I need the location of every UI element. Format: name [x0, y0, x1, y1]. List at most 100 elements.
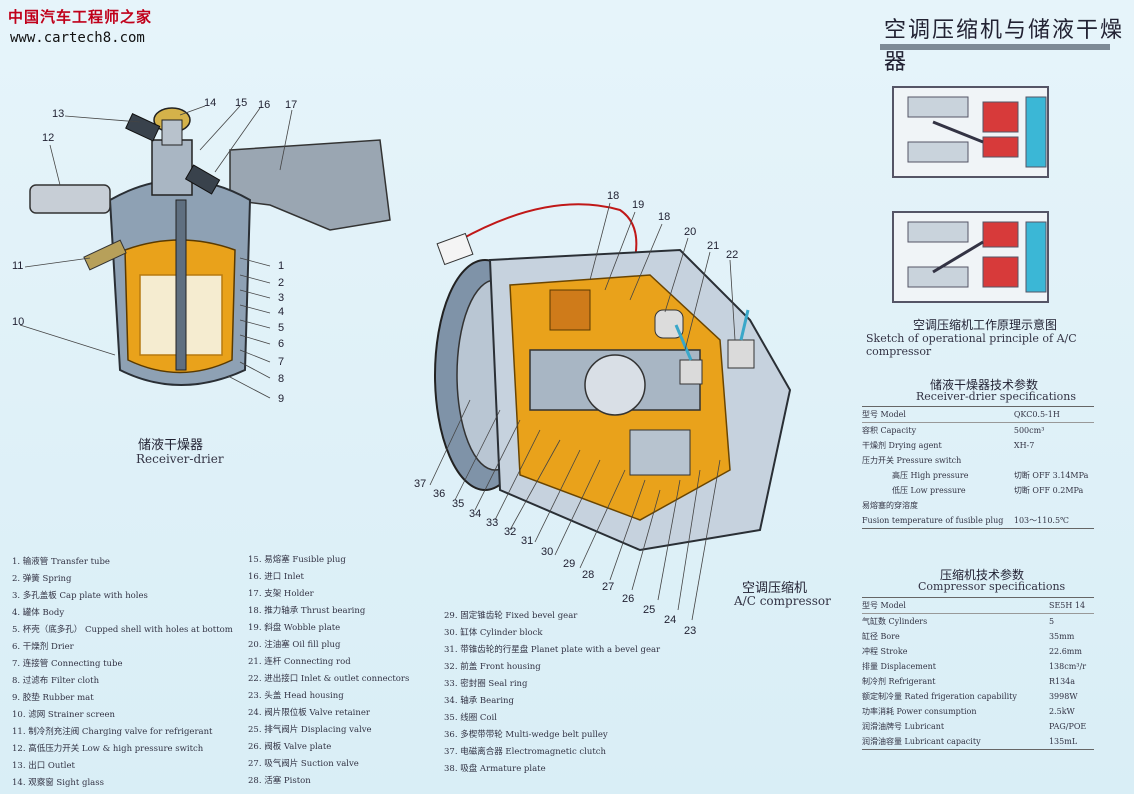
wire-connector — [436, 232, 474, 266]
drier-spec-row: 压力开关 Pressure switch — [862, 453, 1094, 468]
callout-37: 37 — [414, 478, 427, 490]
legend-col-3: 29. 固定锥齿轮 Fixed bevel gear 30. 缸体 Cylind… — [444, 608, 660, 778]
callout-30: 30 — [541, 546, 554, 558]
spec-label: 制冷剂 Refrigerant — [862, 677, 936, 686]
spec-value: 135mL — [1048, 737, 1078, 746]
callout-36: 36 — [433, 488, 446, 500]
holder-bracket — [229, 139, 391, 231]
callout-28: 28 — [582, 569, 595, 581]
callout-6: 6 — [278, 338, 285, 350]
spec-label: 排量 Displacement — [862, 662, 936, 671]
legend-item: 10. 滤网 Strainer screen — [12, 710, 116, 720]
legend-item: 20. 注油塞 Oil fill plug — [248, 640, 341, 650]
callout-34: 34 — [469, 508, 482, 520]
legend-item: 6. 干燥剂 Drier — [12, 642, 74, 652]
legend-item: 32. 前盖 Front housing — [444, 662, 541, 672]
bevel-gear — [584, 354, 646, 416]
callout-13: 13 — [52, 108, 65, 120]
suction-connector — [727, 339, 755, 369]
legend-item: 31. 带锥齿轮的行星盘 Planet plate with a bevel g… — [444, 645, 661, 655]
discharge-arrow — [674, 324, 693, 361]
compressor-spec-row: 功率消耗 Power consumption 2.5kW — [862, 704, 1094, 719]
watermark-title: 中国汽车工程师之家 — [8, 8, 153, 26]
page-title: 空调压缩机与储液干燥器 — [884, 18, 1125, 75]
spec-value: 切断 OFF 0.2MPa — [1013, 486, 1084, 495]
legend-item: 11. 制冷剂充注阀 Charging valve for refrigeran… — [12, 727, 213, 737]
spec-value: 2.5kW — [1048, 707, 1075, 716]
callout-10: 10 — [12, 316, 25, 328]
legend-item: 16. 进口 Inlet — [248, 572, 304, 582]
spec-value: 500cm³ — [1013, 426, 1045, 435]
legend-item: 1. 输液管 Transfer tube — [12, 557, 110, 567]
legend-item: 4. 罐体 Body — [12, 608, 65, 618]
spec-label: Fusion temperature of fusible plug — [862, 516, 1004, 525]
legend-item: 9. 胶垫 Rubber mat — [12, 693, 94, 703]
drier-leader-lines — [19, 105, 293, 399]
callout-8: 8 — [278, 373, 285, 385]
sight-glass-stem — [161, 119, 183, 146]
compressor-caption-cn: 空调压缩机 — [742, 581, 808, 596]
sketch-caption-cn: 空调压缩机工作原理示意图 — [913, 318, 1058, 332]
callout-4: 4 — [278, 306, 285, 318]
spec-label: 润滑油容量 Lubricant capacity — [862, 737, 981, 746]
sketch-caption-en: Sketch of operational principle of A/C c… — [866, 332, 1077, 358]
spec-label: 额定制冷量 Rated frigeration capability — [862, 692, 1017, 701]
legend-item: 29. 固定锥齿轮 Fixed bevel gear — [444, 611, 578, 621]
receiver-drier-caption-en: Receiver-drier — [136, 452, 224, 466]
drier-spec-row: 易熔塞的穿溶度 — [862, 498, 1094, 513]
sketch-lower — [892, 211, 1049, 303]
spec-value: PAG/POE — [1048, 722, 1087, 731]
legend-item: 37. 电磁离合器 Electromagnetic clutch — [444, 747, 607, 757]
callout-2: 2 — [278, 277, 285, 289]
spec-label: 低压 Low pressure — [892, 486, 966, 495]
legend-item: 14. 观察窗 Sight glass — [12, 778, 104, 788]
legend-item: 19. 斜盘 Wobble plate — [248, 623, 341, 633]
callout-16: 16 — [258, 99, 271, 111]
legend-item: 18. 推力轴承 Thrust bearing — [248, 606, 366, 616]
watermark-url: www.cartech8.com — [10, 30, 145, 46]
callout-21: 21 — [707, 240, 720, 252]
callout-26: 26 — [622, 593, 635, 605]
legend-item: 27. 吸气阀片 Suction valve — [248, 759, 359, 769]
legend-item: 24. 阀片限位板 Valve retainer — [248, 708, 370, 718]
drier-head — [151, 139, 193, 196]
spec-value: SE5H 14 — [1048, 601, 1086, 610]
legend-item: 28. 活塞 Piston — [248, 776, 311, 786]
drier-specs-title-en: Receiver-drier specifications — [916, 390, 1076, 403]
spec-label: 功率消耗 Power consumption — [862, 707, 977, 716]
callout-25: 25 — [643, 604, 656, 616]
drier-spec-row: 低压 Low pressure 切断 OFF 0.2MPa — [862, 483, 1094, 498]
legend-item: 36. 多楔带带轮 Multi-wedge belt pulley — [444, 730, 608, 740]
callout-7: 7 — [278, 356, 285, 368]
callout-5: 5 — [278, 322, 285, 334]
spec-value — [1014, 498, 1094, 513]
compressor-specs-title-cn: 压缩机技术参数 — [940, 568, 1025, 582]
legend-item: 8. 过滤布 Filter cloth — [12, 676, 100, 686]
compressor-specs-title-en: Compressor specifications — [918, 580, 1066, 593]
piston — [629, 429, 691, 476]
spec-value: 5 — [1048, 617, 1055, 626]
legend-col-2: 15. 易熔塞 Fusible plug 16. 进口 Inlet 17. 支架… — [248, 552, 409, 790]
legend-item: 33. 密封圈 Seal ring — [444, 679, 528, 689]
spec-label: 型号 Model — [862, 410, 906, 419]
spec-label: 缸径 Bore — [862, 632, 900, 641]
callout-12: 12 — [42, 132, 55, 144]
callout-22: 22 — [726, 249, 739, 261]
callout-35: 35 — [452, 498, 465, 510]
callout-31: 31 — [521, 535, 534, 547]
callout-29: 29 — [563, 558, 576, 570]
compressor-leader-lines — [429, 202, 736, 621]
spec-label: 干燥剂 Drying agent — [862, 441, 942, 450]
legend-item: 30. 缸体 Cylinder block — [444, 628, 543, 638]
receiver-drier-caption-cn: 储液干燥器 — [138, 438, 204, 453]
spec-label: 高压 High pressure — [892, 471, 969, 480]
legend-col-1: 1. 输液管 Transfer tube 2. 弹簧 Spring 3. 多孔盖… — [12, 554, 233, 792]
drier-specs-title-cn: 储液干燥器技术参数 — [930, 378, 1039, 392]
pressure-switch — [29, 184, 111, 214]
